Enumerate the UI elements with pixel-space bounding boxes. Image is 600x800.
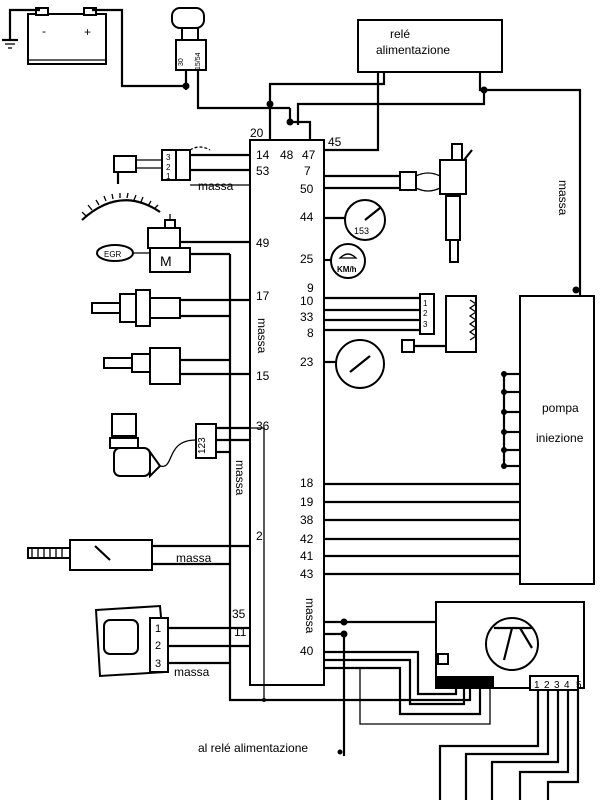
ecu-pin-44: 44 — [300, 210, 314, 224]
power-relay-label-2: alimentazione — [376, 43, 450, 57]
ecu-pin-23: 23 — [300, 355, 314, 369]
egr-label: EGR — [104, 250, 122, 259]
massa-throttle-label: massa — [176, 551, 212, 565]
ecu-pin-47: 47 — [302, 148, 316, 162]
ignition-pin-15: 15/54 — [195, 52, 202, 70]
connector-pin-3: 3 — [554, 680, 560, 691]
ignition-pin-30: 30 — [178, 58, 185, 66]
injection-pump-label-1: pompa — [542, 401, 579, 415]
pedal-pin-3: 3 — [423, 320, 428, 329]
egr-valve: EGR M — [96, 214, 191, 273]
map-pin-2: 2 — [155, 640, 161, 652]
injection-pump: pompa iniezione — [519, 295, 595, 585]
speed-sensor-pin-3: 3 — [166, 153, 171, 162]
battery: - + — [27, 7, 107, 65]
ecu-pin-14: 14 — [256, 148, 270, 162]
ecu-pin-35: 35 — [232, 607, 246, 621]
massa-ecu-right-label: massa — [303, 598, 317, 634]
gauge-number: 153 — [354, 226, 369, 236]
speed-sensor: 3 2 1 — [113, 149, 191, 184]
ecu-pin-41: 41 — [300, 549, 314, 563]
injection-pump-label-2: iniezione — [536, 431, 584, 445]
egr-m-label: M — [160, 253, 172, 269]
massa-sensor-label: massa — [233, 460, 247, 496]
ecu-pin-18: 18 — [300, 476, 314, 490]
massa-right-label: massa — [556, 180, 570, 216]
ecu-pin-40: 40 — [300, 644, 314, 658]
ecu-box — [249, 139, 325, 686]
power-relay-label-1: relé — [390, 27, 410, 41]
ecu-pin-50: 50 — [300, 182, 314, 196]
ecu-pin-7: 7 — [304, 164, 311, 178]
throttle-sensor — [27, 539, 153, 571]
massa-ecu-left-label: massa — [255, 318, 269, 354]
connector-pin-1: 1 — [534, 680, 540, 691]
massa-map-label: massa — [174, 665, 210, 679]
ignition-switch: 30 15/54 — [171, 7, 207, 71]
ecu-pin-15: 15 — [256, 369, 270, 383]
battery-plus-label: + — [84, 25, 91, 39]
ecu-pin-36: 36 — [256, 419, 270, 433]
ecu-pin-25: 25 — [300, 252, 314, 266]
pedal-sensor: 1 2 3 — [401, 293, 478, 353]
injector-sensor — [399, 143, 473, 263]
ecu-pin-45: 45 — [328, 135, 342, 149]
ground-symbol — [2, 8, 40, 49]
ecu-pin-17: 17 — [256, 289, 270, 303]
to-power-relay-label: al relé alimentazione — [198, 741, 308, 755]
sensor-36-pins: 123 — [197, 437, 208, 454]
power-relay-top: relé alimentazione — [357, 19, 503, 73]
ecu-pin-20: 20 — [250, 126, 264, 140]
map-sensor: 1 2 3 — [94, 604, 169, 678]
ecu-pin-42: 42 — [300, 532, 314, 546]
ecu-pin-38: 38 — [300, 513, 314, 527]
map-pin-1: 1 — [155, 623, 161, 635]
massa-speed-label: massa — [198, 179, 234, 193]
ecu-pin-49: 49 — [256, 236, 270, 250]
ecu-pin-48: 48 — [280, 148, 294, 162]
ecu-pin-9: 9 — [307, 281, 314, 295]
ecu-pin-43: 43 — [300, 567, 314, 581]
connector-pin-4: 4 — [564, 680, 570, 691]
temperature-sensor-15 — [103, 347, 181, 385]
pedal-pin-2: 2 — [423, 309, 428, 318]
ecu-pin-19: 19 — [300, 495, 314, 509]
kmh-label: KM/h — [337, 265, 357, 274]
pedal-pin-1: 1 — [423, 299, 428, 308]
temperature-sensor-17 — [91, 289, 181, 327]
map-pin-3: 3 — [155, 658, 161, 670]
temperature-gauge: 153 — [344, 199, 386, 241]
flywheel-icon — [81, 192, 161, 221]
connector-pin-2: 2 — [544, 680, 550, 691]
solenoid-sensor-36: 123 — [109, 413, 217, 479]
ecu-pin-2: 2 — [256, 529, 263, 543]
connector-pin-5: 5 — [576, 680, 582, 691]
speed-sensor-pin-1: 1 — [166, 172, 171, 181]
ecu-pin-53: 53 — [256, 164, 270, 178]
battery-minus-label: - — [42, 24, 46, 38]
glow-relay: + 1 2 3 4 5 — [435, 601, 585, 691]
ecu-pin-8: 8 — [307, 326, 314, 340]
speedometer-icon: KM/h — [330, 243, 366, 279]
rpm-gauge — [335, 339, 385, 389]
ecu-pin-10: 10 — [300, 294, 314, 308]
speed-sensor-pin-2: 2 — [166, 163, 171, 172]
ecu-pin-33: 33 — [300, 310, 314, 324]
